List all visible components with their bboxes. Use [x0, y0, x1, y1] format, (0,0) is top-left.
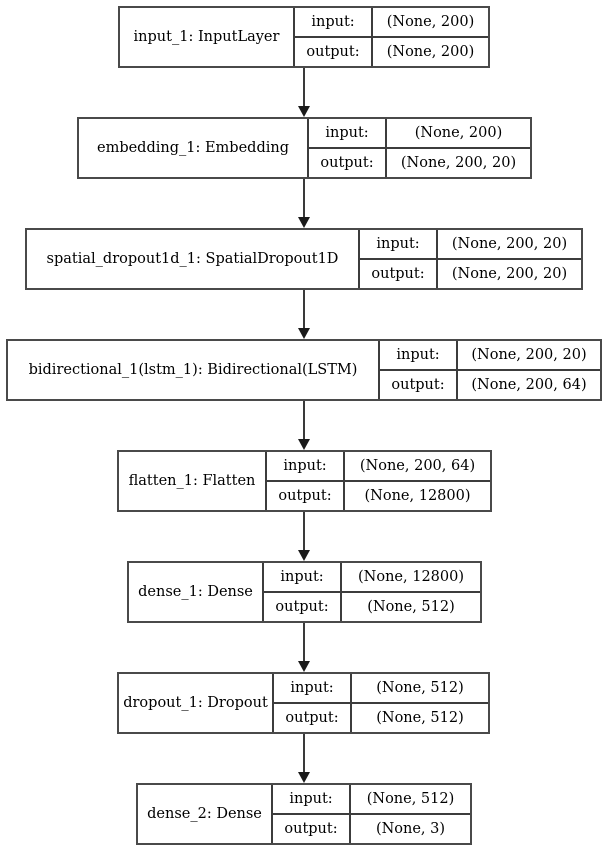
layer-output-label: output: — [264, 593, 342, 621]
layer-output-row-flatten_1: output: (None, 12800) — [267, 482, 490, 510]
layer-name-dense_1: dense_1: Dense — [129, 563, 264, 621]
layer-name-input_1: input_1: InputLayer — [120, 8, 295, 66]
layer-input-label: input: — [273, 785, 351, 813]
layer-input-row-input_1: input: (None, 200) — [295, 8, 488, 38]
layer-output-shape-dense_2: (None, 3) — [375, 821, 446, 837]
layer-input-row-embedding_1: input: (None, 200) — [309, 119, 530, 149]
layer-output-label: output: — [295, 38, 373, 66]
layer-name-dense_2: dense_2: Dense — [138, 785, 273, 843]
edge-line — [303, 512, 305, 551]
layer-output-row-dense_2: output: (None, 3) — [273, 815, 470, 843]
arrowhead-icon — [298, 217, 310, 228]
layer-output-label: output: — [360, 260, 438, 288]
layer-output-row-embedding_1: output: (None, 200, 20) — [309, 149, 530, 177]
layer-input-shape-spatial_dropout1d_1: (None, 200, 20) — [451, 236, 568, 252]
layer-output-label: output: — [274, 704, 352, 732]
layer-output-shape-bidirectional_1: (None, 200, 64) — [471, 377, 587, 393]
layer-output-label: output: — [309, 149, 387, 177]
layer-input-row-dropout_1: input: (None, 512) — [274, 674, 488, 704]
arrowhead-icon — [298, 328, 310, 339]
layer-io-table-input_1: input: (None, 200) output: (None, 200) — [295, 8, 488, 66]
layer-input-shape-dropout_1: (None, 512) — [376, 680, 464, 696]
layer-output-shape-spatial_dropout1d_1: (None, 200, 20) — [451, 266, 568, 282]
layer-input-shape-flatten_1: (None, 200, 64) — [359, 458, 476, 474]
layer-name-bidirectional_1: bidirectional_1(lstm_1): Bidirectional(L… — [8, 341, 380, 399]
layer-io-table-dense_1: input: (None, 12800) output: (None, 512) — [264, 563, 480, 621]
layer-output-shape-dropout_1: (None, 512) — [376, 710, 464, 726]
layer-input-shape-bidirectional_1: (None, 200, 20) — [471, 347, 587, 363]
layer-name-dropout_1: dropout_1: Dropout — [119, 674, 274, 732]
edge-line — [303, 401, 305, 440]
edge-line — [303, 68, 305, 107]
layer-name-embedding_1: embedding_1: Embedding — [79, 119, 309, 177]
layer-output-row-bidirectional_1: output: (None, 200, 64) — [380, 371, 600, 399]
edge-line — [303, 179, 305, 218]
layer-io-table-bidirectional_1: input: (None, 200, 20) output: (None, 200, … — [380, 341, 600, 399]
layer-output-row-dense_1: output: (None, 512) — [264, 593, 480, 621]
layer-input-row-flatten_1: input: (None, 200, 64) — [267, 452, 490, 482]
layer-output-row-input_1: output: (None, 200) — [295, 38, 488, 66]
layer-input-shape-input_1: (None, 200) — [386, 14, 475, 30]
layer-output-shape-input_1: (None, 200) — [386, 44, 475, 60]
layer-io-table-flatten_1: input: (None, 200, 64) output: (None, 12800… — [267, 452, 490, 510]
arrowhead-icon — [298, 772, 310, 783]
layer-output-shape-dense_1: (None, 512) — [367, 599, 455, 615]
layer-output-label: output: — [273, 815, 351, 843]
arrowhead-icon — [298, 661, 310, 672]
layer-io-table-dropout_1: input: (None, 512) output: (None, 512) — [274, 674, 488, 732]
arrowhead-icon — [298, 550, 310, 561]
edge-line — [303, 623, 305, 662]
layer-io-table-dense_2: input: (None, 512) output: (None, 3) — [273, 785, 470, 843]
layer-node-bidirectional_1: bidirectional_1(lstm_1): Bidirectional(L… — [6, 339, 602, 401]
layer-input-label: input: — [274, 674, 352, 702]
layer-output-label: output: — [267, 482, 345, 510]
layer-input-row-bidirectional_1: input: (None, 200, 20) — [380, 341, 600, 371]
layer-input-shape-dense_1: (None, 12800) — [358, 569, 464, 585]
layer-input-label: input: — [264, 563, 342, 591]
layer-input-shape-embedding_1: (None, 200) — [414, 125, 503, 141]
layer-input-row-dense_1: input: (None, 12800) — [264, 563, 480, 593]
layer-name-flatten_1: flatten_1: Flatten — [119, 452, 267, 510]
layer-input-row-spatial_dropout1d_1: input: (None, 200, 20) — [360, 230, 581, 260]
layer-input-label: input: — [267, 452, 345, 480]
layer-output-row-dropout_1: output: (None, 512) — [274, 704, 488, 732]
layer-name-spatial_dropout1d_1: spatial_dropout1d_1: SpatialDropout1D — [27, 230, 360, 288]
layer-output-shape-embedding_1: (None, 200, 20) — [400, 155, 517, 171]
edge-line — [303, 290, 305, 329]
layer-io-table-spatial_dropout1d_1: input: (None, 200, 20) output: (None, 200, … — [360, 230, 581, 288]
layer-output-shape-flatten_1: (None, 12800) — [364, 488, 471, 504]
layer-input-row-dense_2: input: (None, 512) — [273, 785, 470, 815]
layer-input-label: input: — [309, 119, 387, 147]
layer-output-label: output: — [380, 371, 458, 399]
layer-input-label: input: — [380, 341, 458, 369]
layer-io-table-embedding_1: input: (None, 200) output: (None, 200, 20) — [309, 119, 530, 177]
layer-input-label: input: — [295, 8, 373, 36]
layer-input-shape-dense_2: (None, 512) — [366, 791, 455, 807]
layer-input-label: input: — [360, 230, 438, 258]
arrowhead-icon — [298, 439, 310, 450]
layer-output-row-spatial_dropout1d_1: output: (None, 200, 20) — [360, 260, 581, 288]
edge-line — [303, 734, 305, 773]
arrowhead-icon — [298, 106, 310, 117]
